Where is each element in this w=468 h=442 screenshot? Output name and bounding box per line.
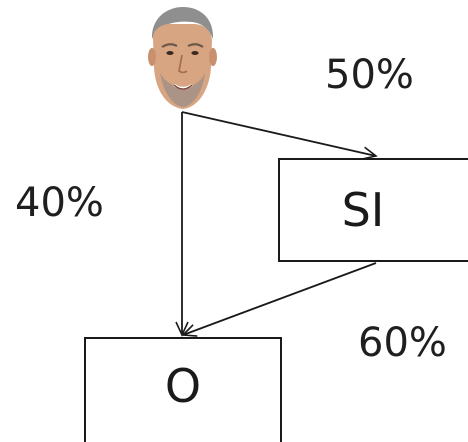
node-si-label: SI: [341, 183, 385, 237]
person-face-icon: [148, 7, 217, 109]
node-o-label: O: [164, 359, 202, 413]
arrow-si-to-o: [181, 262, 377, 337]
node-o-box: O: [84, 337, 282, 442]
node-si-box: SI: [278, 158, 468, 262]
edge-label-source-to-o: 40%: [15, 180, 104, 226]
edge-label-source-to-si: 50%: [325, 52, 414, 98]
arrow-source-to-si: [181, 111, 378, 160]
edge-label-si-to-o: 60%: [358, 320, 447, 366]
